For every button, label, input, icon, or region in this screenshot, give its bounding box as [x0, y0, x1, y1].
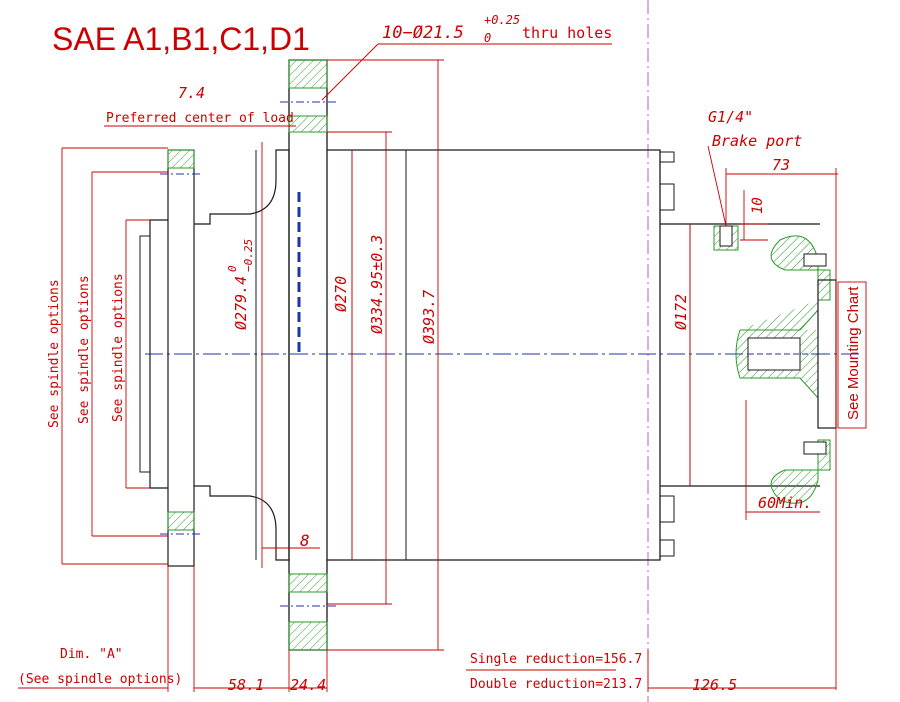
- dimension-lines: [18, 43, 867, 692]
- drawing-title: SAE A1,B1,C1,D1: [52, 21, 310, 57]
- dim-58: 58.1: [228, 676, 264, 694]
- brake-label: Brake port: [712, 132, 802, 150]
- main-flange: [280, 59, 336, 651]
- spindle-body: [139, 219, 168, 489]
- dim-334: Ø334.95±0.3: [368, 235, 386, 334]
- dim-279: Ø279.4: [232, 276, 250, 330]
- load-value: 7.4: [178, 84, 205, 102]
- holes-callout: 10−Ø21.5: [382, 23, 464, 43]
- holes-suffix: thru holes: [522, 24, 612, 42]
- dim-73: 73: [772, 156, 790, 174]
- spindle-option-outer: See spindle options: [47, 279, 62, 428]
- spindle-option-middle: See spindle options: [77, 275, 92, 424]
- dim-172: Ø172: [672, 294, 690, 330]
- double-reduction: Double reduction=213.7: [470, 677, 642, 692]
- dim-a-label: Dim. "A": [60, 647, 123, 662]
- mounting-chart-label: See Mounting Chart: [845, 286, 862, 420]
- dim-393: Ø393.7: [420, 290, 438, 344]
- dim-279-tol-upper: 0: [226, 265, 239, 272]
- load-label: Preferred center of load: [106, 111, 294, 126]
- holes-tol-upper: +0.25: [484, 13, 520, 27]
- spindle-option-inner: See spindle options: [111, 273, 126, 422]
- single-reduction: Single reduction=156.7: [470, 652, 642, 667]
- dim-24: 24.4: [290, 676, 326, 694]
- dim-279-tol-lower: −0.25: [242, 239, 255, 272]
- dim-270: Ø270: [332, 276, 350, 312]
- brake-port: [713, 225, 739, 251]
- output-shaft: [735, 235, 837, 504]
- dim-a-note: (See spindle options): [18, 672, 182, 687]
- dim-8: 8: [300, 531, 310, 550]
- hub-body: [194, 149, 290, 561]
- dim-10: 10: [750, 197, 766, 214]
- left-flange: [160, 149, 202, 567]
- brake-thread: G1/4": [708, 108, 753, 126]
- holes-tol-lower: 0: [484, 31, 491, 45]
- dim-60-min: 60Min.: [758, 494, 812, 512]
- dim-126: 126.5: [692, 676, 737, 694]
